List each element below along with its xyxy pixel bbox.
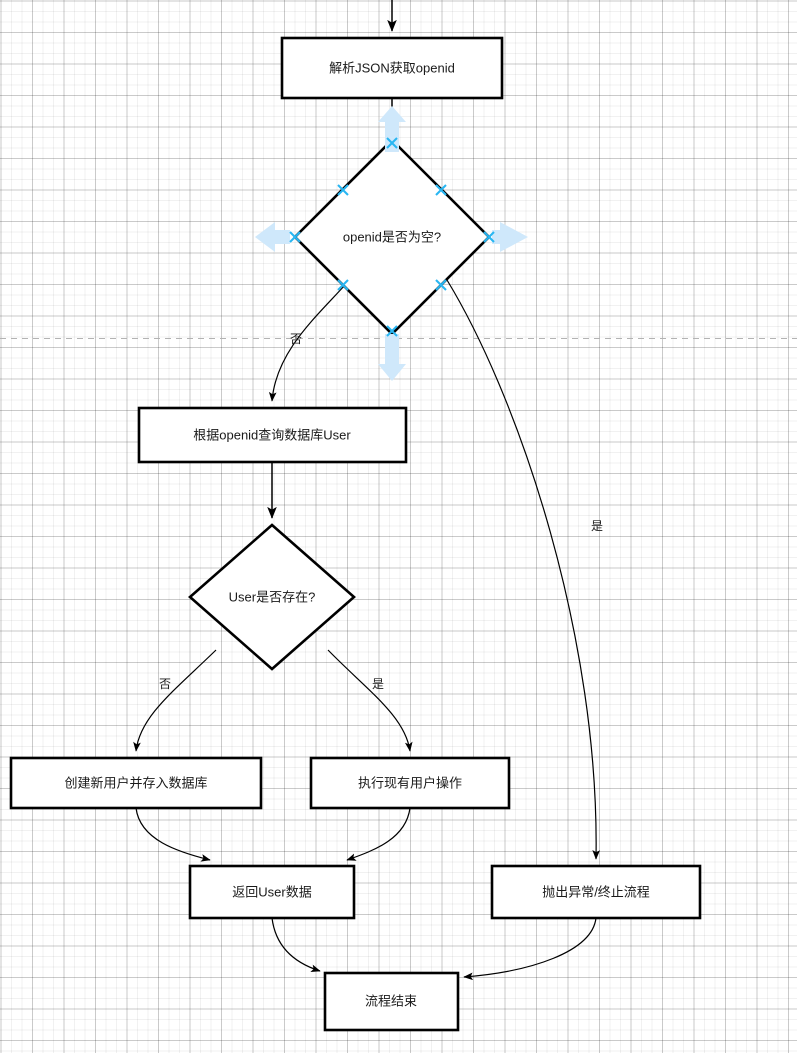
node-label-openid-empty: openid是否为空? [343, 229, 441, 244]
connection-point-left-icon[interactable] [289, 231, 301, 243]
hover-arrow-left-icon[interactable] [255, 222, 290, 252]
node-throw-exception[interactable]: 抛出异常/终止流程 [490, 864, 702, 920]
edge-label-yes-user: 是 [372, 677, 384, 691]
edge-user-exists-no-to-create-user[interactable]: 否 [133, 649, 217, 752]
node-return-user-data[interactable]: 返回User数据 [188, 864, 356, 920]
node-label-existing-user-op: 执行现有用户操作 [358, 775, 462, 790]
node-label-create-user: 创建新用户并存入数据库 [64, 775, 207, 790]
hover-arrow-right-icon[interactable] [492, 222, 528, 252]
node-flow-end[interactable]: 流程结束 [323, 971, 460, 1032]
node-query-db-user[interactable]: 根据openid查询数据库User [137, 406, 408, 464]
edge-label-no-openid: 否 [290, 332, 302, 346]
edge-user-exists-yes-to-existing-user-op[interactable]: 是 [327, 649, 413, 752]
edge-label-yes-openid: 是 [591, 519, 603, 533]
connection-point-top-icon[interactable] [386, 137, 398, 149]
hover-arrow-up-icon[interactable] [378, 106, 406, 152]
edge-openid-empty-no-to-query-db-user[interactable]: 否 [268, 284, 346, 402]
connection-point-right-icon[interactable] [483, 231, 495, 243]
node-label-throw-exception: 抛出异常/终止流程 [542, 884, 650, 899]
node-user-exists[interactable]: User是否存在? [188, 523, 356, 671]
connection-point-bottom-left-icon[interactable] [337, 279, 349, 291]
connection-point-bottom-right-icon[interactable] [435, 279, 447, 291]
node-create-user[interactable]: 创建新用户并存入数据库 [9, 756, 263, 810]
hover-arrow-down-icon[interactable] [378, 334, 406, 381]
node-existing-user-op[interactable]: 执行现有用户操作 [309, 756, 511, 810]
connection-point-top-right-icon[interactable] [435, 184, 447, 196]
node-label-query-db-user: 根据openid查询数据库User [193, 427, 351, 442]
node-parse-json[interactable]: 解析JSON获取openid [280, 36, 504, 100]
edge-throw-exception-to-flow-end[interactable] [463, 917, 597, 981]
edge-openid-empty-yes-to-throw-exception[interactable]: 是 [446, 279, 603, 860]
edge-label-no-user: 否 [159, 677, 171, 691]
edge-create-user-to-return-user-data[interactable] [135, 807, 211, 862]
node-label-parse-json: 解析JSON获取openid [329, 60, 455, 75]
edge-existing-user-op-to-return-user-data[interactable] [346, 807, 411, 861]
node-openid-empty[interactable]: openid是否为空? [293, 138, 491, 336]
node-label-flow-end: 流程结束 [365, 993, 417, 1008]
edge-return-user-data-to-flow-end[interactable] [271, 917, 321, 972]
connection-point-top-left-icon[interactable] [337, 184, 349, 196]
node-label-user-exists: User是否存在? [229, 589, 316, 604]
connection-point-bottom-icon[interactable] [386, 325, 398, 337]
node-label-return-user-data: 返回User数据 [232, 884, 311, 899]
